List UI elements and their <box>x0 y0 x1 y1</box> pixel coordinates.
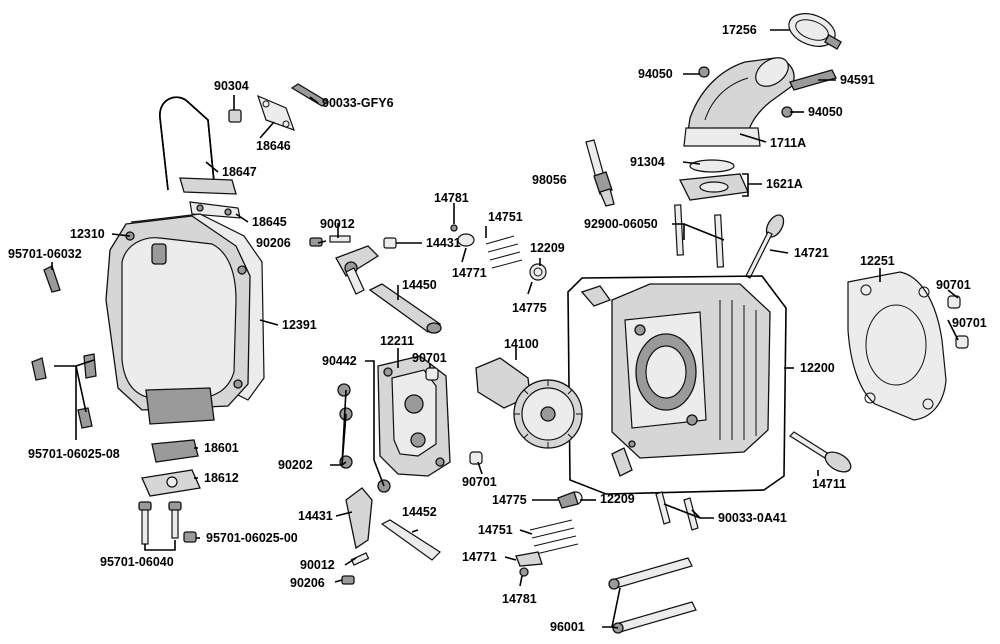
label-14781-lower: 14781 <box>502 592 537 606</box>
label-90206-lower: 90206 <box>290 576 325 590</box>
plate-drawing <box>789 69 837 91</box>
label-1621A: 1621A <box>766 177 803 191</box>
label-90012-upper: 90012 <box>320 217 355 231</box>
holder-dowels-drawing <box>425 367 483 465</box>
label-90701-center: 90701 <box>412 351 447 365</box>
label-95701-06025-08: 95701-06025-08 <box>28 447 120 461</box>
label-12310: 12310 <box>70 227 105 241</box>
long-studs-drawing <box>608 557 697 634</box>
intake-valve-drawing <box>745 214 785 279</box>
label-14721: 14721 <box>794 246 829 260</box>
cylinder-head-drawing <box>567 275 787 495</box>
label-12251: 12251 <box>860 254 895 268</box>
label-18646: 18646 <box>256 139 291 153</box>
label-18645: 18645 <box>252 215 287 229</box>
label-12391: 12391 <box>282 318 317 332</box>
label-95701-06025-00: 95701-06025-00 <box>206 531 298 545</box>
valve-cover-drawing <box>105 213 265 425</box>
label-12211: 12211 <box>380 334 414 348</box>
head-studs-drawing <box>655 491 699 531</box>
part-number-labels: 17256 94050 94591 94050 1711A 91304 1621… <box>8 23 987 634</box>
label-94591: 94591 <box>840 73 875 87</box>
label-90012-lower: 90012 <box>300 558 335 572</box>
valve-spring-lower-drawing <box>515 491 583 577</box>
intake-manifold-drawing <box>683 57 795 147</box>
label-98056: 98056 <box>532 173 567 187</box>
hose-clamp-drawing <box>788 13 842 50</box>
label-90701-right-upper: 90701 <box>936 278 971 292</box>
label-90701-lower: 90701 <box>462 475 497 489</box>
rocker-arm-upper-drawing <box>335 237 442 334</box>
insulator-gasket-drawing <box>678 159 749 201</box>
label-90033-0A41: 90033-0A41 <box>718 511 787 525</box>
bottom-left-bolts-drawing <box>138 501 197 545</box>
label-14751-lower: 14751 <box>478 523 513 537</box>
label-14450: 14450 <box>402 278 437 292</box>
label-14452: 14452 <box>402 505 437 519</box>
label-12209-upper: 12209 <box>530 241 565 255</box>
studs-drawing <box>674 204 725 268</box>
label-14100: 14100 <box>504 337 539 351</box>
label-14771-upper: 14771 <box>452 266 487 280</box>
label-95701-06040: 95701-06040 <box>100 555 174 569</box>
small-fasteners-top-drawing <box>228 83 330 131</box>
head-gasket-drawing <box>847 271 947 421</box>
valve-spring-upper-drawing <box>450 224 547 281</box>
adjuster-screws-drawing <box>309 235 351 247</box>
breather-plates-drawing <box>141 439 201 497</box>
label-14781-upper: 14781 <box>434 191 469 205</box>
label-18647: 18647 <box>222 165 257 179</box>
leader-lines <box>51 29 959 629</box>
label-90442: 90442 <box>322 354 357 368</box>
label-96001: 96001 <box>550 620 585 634</box>
label-14775-lower: 14775 <box>492 493 527 507</box>
label-90033-GFY6: 90033-GFY6 <box>322 96 394 110</box>
exhaust-valve-drawing <box>789 431 852 473</box>
label-18612: 18612 <box>204 471 239 485</box>
label-94050-upper: 94050 <box>638 67 673 81</box>
label-14775-upper: 14775 <box>512 301 547 315</box>
label-95701-06032: 95701-06032 <box>8 247 82 261</box>
label-12200: 12200 <box>800 361 835 375</box>
breather-pipe-drawing <box>159 96 241 219</box>
label-18601: 18601 <box>204 441 239 455</box>
rocker-arm-lower-drawing <box>341 487 441 585</box>
camshaft-drawing <box>475 357 583 449</box>
label-90304: 90304 <box>214 79 249 93</box>
label-12209-lower: 12209 <box>600 492 635 506</box>
label-92900-06050: 92900-06050 <box>584 217 658 231</box>
label-91304: 91304 <box>630 155 665 169</box>
label-14771-lower: 14771 <box>462 550 497 564</box>
dowel-pins-drawing <box>947 295 969 349</box>
label-14711: 14711 <box>812 477 846 491</box>
label-90202: 90202 <box>278 458 313 472</box>
label-90206-upper: 90206 <box>256 236 291 250</box>
spark-plug-drawing <box>585 139 615 207</box>
label-14431-lower: 14431 <box>298 509 333 523</box>
label-14431-upper: 14431 <box>426 236 461 250</box>
label-94050-lower: 94050 <box>808 105 843 119</box>
label-14751-upper: 14751 <box>488 210 523 224</box>
cover-bolts-drawing <box>31 265 97 429</box>
label-17256: 17256 <box>722 23 757 37</box>
cam-holder-drawing <box>377 355 451 477</box>
label-90701-right-lower: 90701 <box>952 316 987 330</box>
label-1711A: 1711A <box>770 136 806 150</box>
